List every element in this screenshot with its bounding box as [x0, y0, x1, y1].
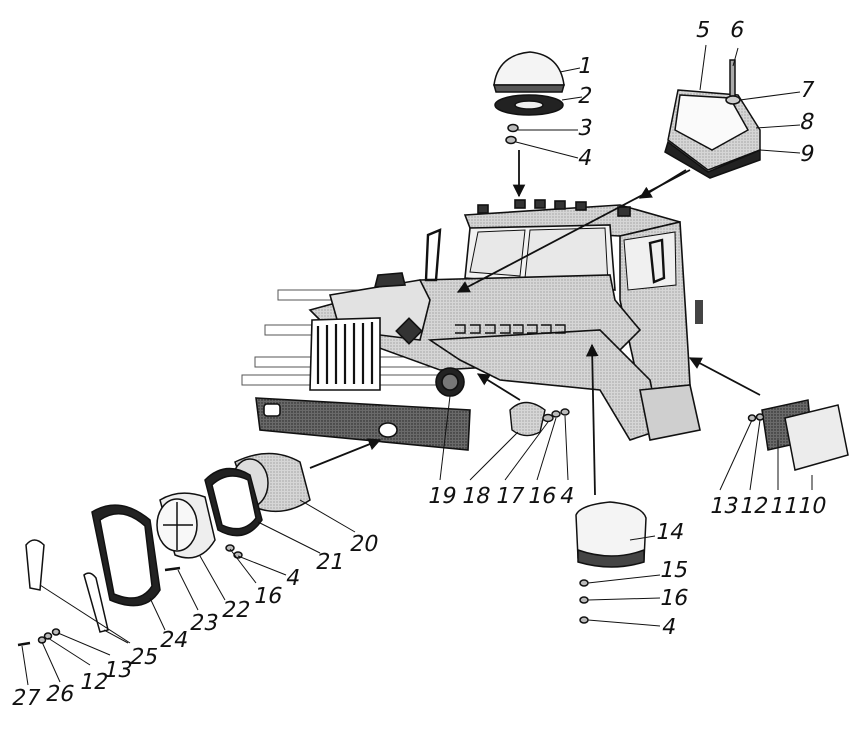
clearance-lamp — [664, 59, 761, 179]
callout-16: 16 — [525, 484, 559, 509]
callout-15: 15 — [657, 558, 691, 583]
callout-26: 26 — [43, 682, 77, 707]
callout-16: 16 — [251, 584, 285, 609]
callout-18: 18 — [459, 484, 493, 509]
turn-signal-lamp — [575, 501, 647, 624]
callout-17: 17 — [493, 484, 527, 509]
leader-lines — [21, 44, 813, 686]
roof-marker-lamp — [493, 51, 565, 145]
callout-10: 10 — [795, 494, 829, 519]
headlight-assembly — [17, 452, 311, 647]
side-marker-lamp — [747, 399, 849, 471]
callout-21: 21 — [313, 550, 347, 575]
callout-19: 19 — [425, 484, 459, 509]
arrows — [309, 150, 761, 496]
callout-20: 20 — [347, 532, 381, 557]
callout-13: 13 — [707, 494, 741, 519]
callout-27: 27 — [9, 686, 43, 711]
callout-24: 24 — [157, 628, 191, 653]
repeater-lamp — [509, 401, 570, 437]
callout-12: 12 — [77, 670, 111, 695]
truck-cab — [255, 199, 703, 451]
callout-12: 12 — [737, 494, 771, 519]
callout-11: 11 — [767, 494, 801, 519]
callout-16: 16 — [657, 586, 691, 611]
callout-23: 23 — [187, 611, 221, 636]
callout-14: 14 — [653, 520, 687, 545]
callout-22: 22 — [219, 598, 253, 623]
